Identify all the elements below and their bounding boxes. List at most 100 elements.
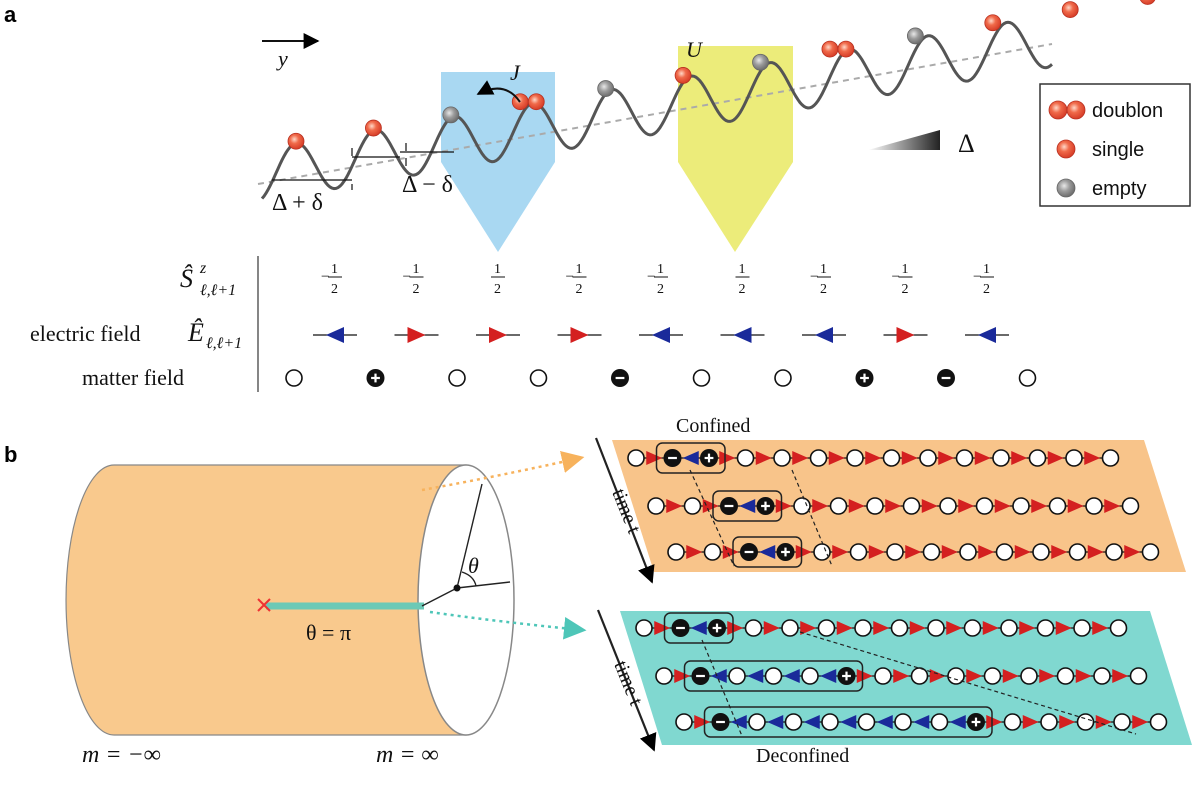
legend: doublon single empty — [1039, 83, 1191, 207]
site-empty — [813, 543, 831, 561]
field-arrow-right-icon — [848, 499, 865, 513]
site-empty — [995, 543, 1014, 561]
lattice-site-empty — [442, 106, 460, 124]
field-arrow-right-icon — [1047, 451, 1064, 465]
field-arrow-right-icon — [974, 451, 991, 465]
site-minus — [720, 497, 738, 515]
field-arrow-right-icon — [938, 451, 955, 465]
site-empty — [927, 619, 945, 637]
field-arrow-right-icon — [1132, 715, 1149, 729]
site-empty — [801, 667, 819, 685]
deconfined-label: Deconfined — [756, 745, 849, 767]
site-empty — [692, 369, 711, 387]
field-arrow-right-icon — [654, 621, 671, 635]
field-arrow-left-icon — [639, 327, 683, 343]
svg-text:1: 1 — [739, 262, 746, 277]
site-empty — [1003, 713, 1022, 731]
site-empty — [1076, 713, 1095, 731]
lattice-site-single — [365, 119, 382, 137]
lattice-site-single — [674, 67, 692, 84]
site-empty — [992, 449, 1010, 467]
field-arrow-right-icon — [885, 499, 902, 513]
site-empty — [635, 619, 653, 637]
site-empty — [1028, 449, 1047, 467]
svg-text:1: 1 — [902, 262, 909, 277]
field-arrow-left-icon — [730, 715, 747, 729]
site-empty — [1129, 667, 1148, 685]
deconfined-pointer-arrow — [429, 610, 587, 640]
site-empty — [1018, 369, 1037, 387]
site-empty — [829, 497, 848, 515]
field-arrow-right-icon — [1011, 451, 1028, 465]
field-arrow-right-icon — [1104, 499, 1121, 513]
site-empty — [1141, 543, 1160, 561]
tilt-dashed-line — [257, 43, 1053, 185]
site-empty — [922, 543, 941, 561]
field-arrow-right-icon — [394, 327, 439, 343]
field-arrow-right-icon — [1022, 715, 1039, 729]
field-arrow-right-icon — [694, 715, 711, 729]
field-arrow-right-icon — [865, 451, 882, 465]
field-arrow-right-icon — [1095, 715, 1112, 729]
field-arrow-right-icon — [1092, 621, 1109, 635]
svg-text:1: 1 — [494, 262, 501, 277]
electric-field-row — [313, 327, 1009, 343]
svg-text:−: − — [647, 269, 655, 285]
field-arrow-right-icon — [909, 621, 926, 635]
site-empty — [894, 713, 912, 731]
field-arrow-left-icon — [820, 669, 837, 683]
svg-text:2: 2 — [739, 282, 746, 297]
site-plus — [708, 619, 726, 637]
svg-text:2: 2 — [494, 282, 501, 297]
deconfined-chain — [635, 612, 1168, 738]
site-empty — [854, 619, 872, 637]
site-empty — [448, 369, 466, 387]
site-empty — [1000, 619, 1018, 637]
site-minus — [671, 619, 690, 637]
svg-text:2: 2 — [331, 282, 338, 297]
lattice-site-empty — [906, 27, 924, 45]
legend-empty-label: empty — [1092, 178, 1146, 200]
site-empty — [764, 667, 783, 685]
site-empty — [821, 713, 839, 731]
site-plus — [366, 369, 385, 387]
site-empty — [627, 449, 645, 467]
m-left-label: m = −∞ — [82, 742, 161, 768]
site-minus — [711, 713, 730, 731]
field-arrow-right-icon — [868, 545, 885, 559]
right-offset-label: Δ − δ — [402, 172, 453, 198]
site-empty — [959, 543, 977, 561]
svg-text:2: 2 — [413, 282, 420, 297]
field-arrow-left-icon — [802, 327, 846, 343]
trajectory-dashed — [701, 639, 743, 737]
legend-empty-icon — [1056, 178, 1076, 198]
field-arrow-right-icon — [828, 451, 845, 465]
spin-value: −12 — [810, 262, 831, 297]
site-empty — [1065, 449, 1083, 467]
field-arrow-right-icon — [1051, 545, 1068, 559]
site-empty — [1056, 667, 1075, 685]
site-minus — [663, 449, 682, 467]
svg-text:2: 2 — [902, 282, 909, 297]
site-empty — [647, 497, 665, 515]
field-arrow-right-icon — [476, 327, 520, 343]
pair-box — [663, 612, 734, 644]
field-arrow-left-icon — [840, 715, 857, 729]
site-empty — [703, 543, 722, 561]
field-arrow-left-icon — [682, 451, 699, 465]
site-empty — [975, 497, 994, 515]
center-dot — [453, 584, 461, 592]
field-arrow-right-icon — [1084, 451, 1101, 465]
spin-value: −12 — [647, 262, 668, 297]
legend-doublon-label: doublon — [1092, 100, 1163, 122]
svg-text:electric field: electric field — [30, 321, 141, 346]
chain-row — [647, 490, 1140, 522]
field-arrow-right-icon — [792, 451, 809, 465]
pair-box — [712, 490, 783, 522]
critical-point-icon — [257, 598, 271, 612]
left-offset-label: Δ + δ — [272, 190, 323, 216]
site-empty — [886, 543, 904, 561]
site-empty — [846, 449, 864, 467]
site-minus — [740, 543, 758, 561]
